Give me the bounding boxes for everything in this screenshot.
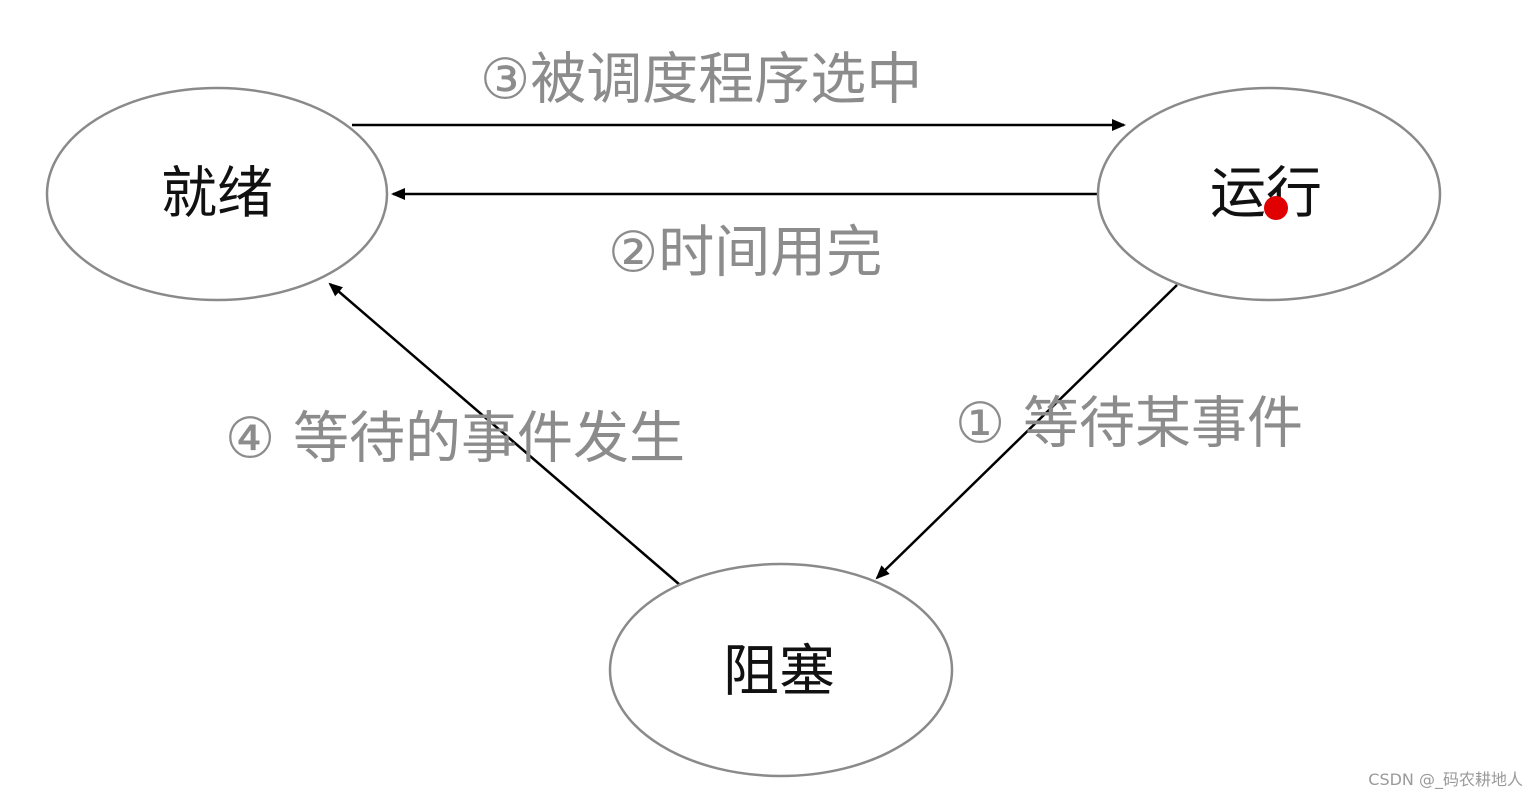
- edge-blocked-to-ready-arrow: [328, 282, 681, 586]
- node-running: 运行: [1096, 86, 1442, 302]
- edge-ready-to-running-label: ③被调度程序选中: [480, 48, 922, 113]
- edge-running-to-blocked-arrow: [875, 284, 1178, 580]
- node-running-label: 运行: [1210, 162, 1322, 227]
- node-ready: 就绪: [45, 86, 389, 302]
- edge-running-to-ready-label: ②时间用完: [608, 221, 882, 286]
- edge-running-to-blocked-label: ① 等待某事件: [955, 392, 1303, 457]
- cursor-dot: [1264, 196, 1288, 220]
- node-ready-label: 就绪: [161, 162, 273, 227]
- node-blocked-label: 阻塞: [723, 640, 835, 705]
- node-blocked: 阻塞: [608, 562, 954, 778]
- watermark: CSDN @_码农耕地人: [1368, 770, 1523, 789]
- edge-blocked-to-ready-label: ④ 等待的事件发生: [225, 407, 685, 472]
